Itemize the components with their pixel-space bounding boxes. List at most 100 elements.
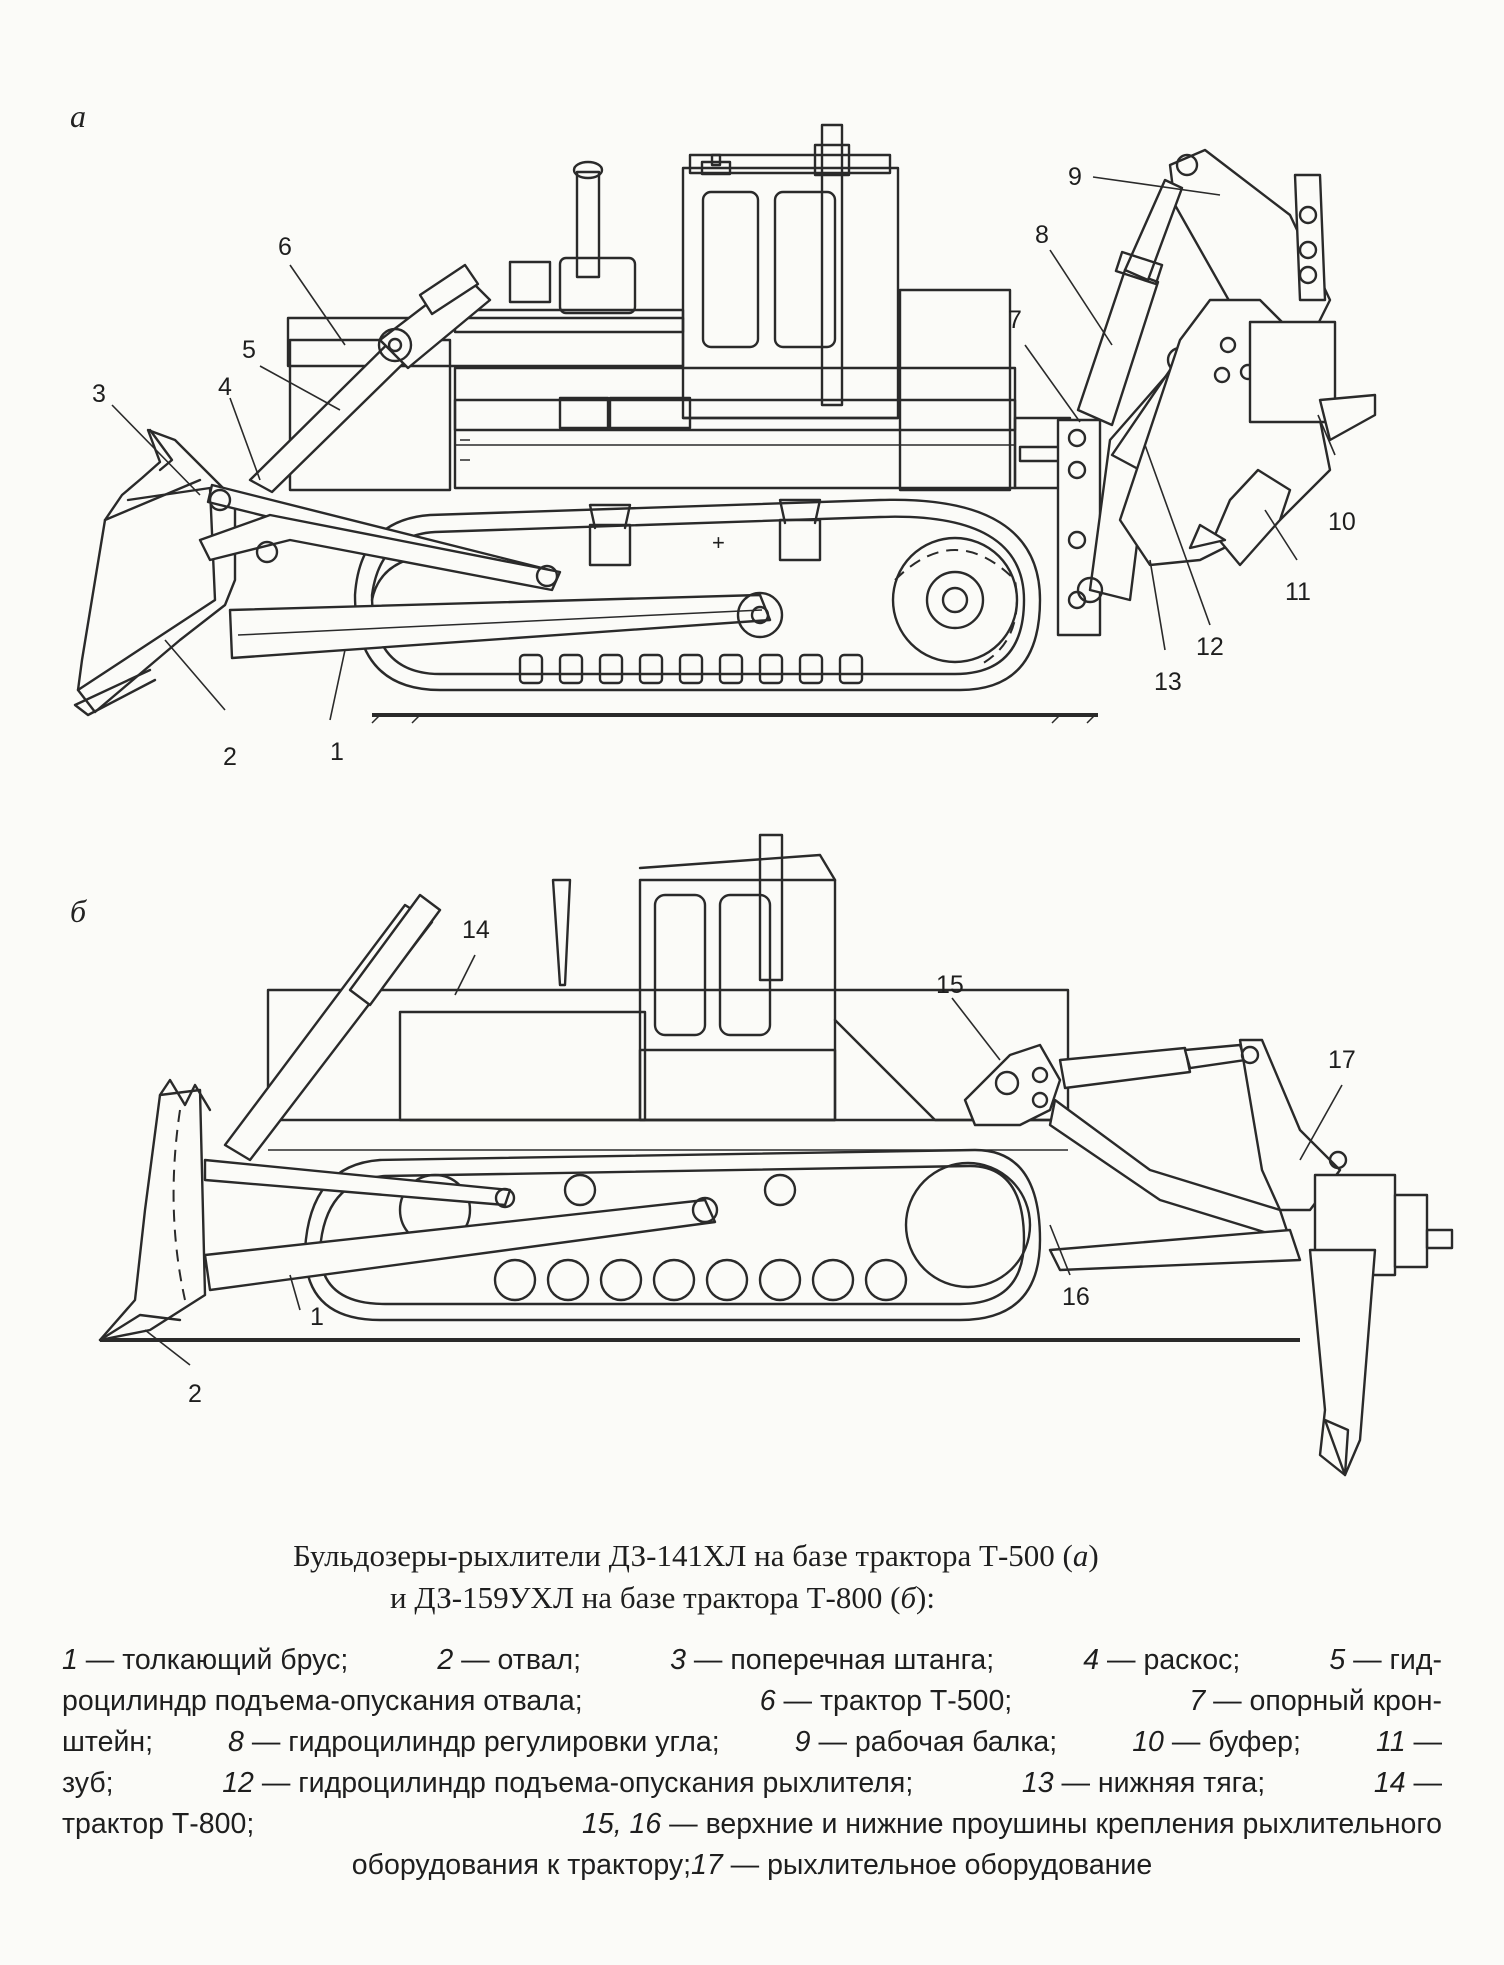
callout-a-10: 10 [1328,508,1356,536]
figure-b-letter: б [70,893,87,929]
legend-part-number: 2 [437,1644,454,1676]
callout-a-5: 5 [242,336,256,364]
callout-a-8: 8 [1035,221,1049,249]
legend-part-number: 9 [794,1726,811,1758]
legend-part-number: 13 [1021,1767,1054,1799]
callout-b-15: 15 [936,971,964,999]
legend-line: оборудования к трактору; 17 — рыхлительн… [62,1845,1442,1886]
callouts-b: 14 15 16 17 1 2 [144,916,1356,1408]
legend-part-text: — верхние и нижние проушины крепления ры… [661,1808,1442,1840]
legend-part-text: штейн; [62,1726,154,1758]
legend-segment: оборудования к трактору; [352,1845,691,1886]
callout-a-3: 3 [92,380,106,408]
caption-line-1-close: ) [1088,1538,1099,1573]
caption-line-1-figure-ref: а [1072,1538,1089,1573]
callout-a-13: 13 [1154,668,1182,696]
legend-part-text: — отвал; [453,1644,582,1676]
legend-segment: 13 — нижняя тяга; [1022,1763,1265,1804]
legend-line: зуб; 12 — гидроцилиндр подъема-опускания… [62,1763,1442,1804]
legend-part-number: 7 [1189,1685,1206,1717]
legend-segment: штейн; [62,1722,153,1763]
legend-part-number: 14 [1373,1767,1406,1799]
legend-segment: 1 — толкающий брус; [62,1640,348,1681]
legend-part-text: — рыхлительное оборудование [722,1849,1153,1881]
caption-line-2-close: ): [916,1580,935,1615]
legend-part-text: — опорный крон- [1205,1685,1442,1717]
callout-b-2: 2 [188,1380,202,1408]
legend-segment: 6 — трактор Т-500; [760,1681,1012,1722]
legend-segment: зуб; [62,1763,114,1804]
legend-segment: 10 — буфер; [1132,1722,1301,1763]
legend-segment: 5 — гид- [1329,1640,1442,1681]
tractor-t500-body [286,123,1072,492]
parts-legend: 1 — толкающий брус; 2 — отвал; 3 — попер… [62,1640,1442,1886]
blade-lift-cylinder-a [248,263,492,494]
legend-part-text: — нижняя тяга; [1053,1767,1266,1799]
legend-segment: роцилиндр подъема-опускания отвала; [62,1681,583,1722]
legend-segment: 4 — раскос; [1083,1640,1240,1681]
legend-segment: 8 — гидроцилиндр регулировки угла; [228,1722,720,1763]
callout-a-2: 2 [223,743,237,771]
legend-part-number: 17 [691,1849,723,1881]
legend-segment: 3 — поперечная штанга; [670,1640,994,1681]
legend-part-text: — гидроцилиндр подъема-опускания рыхлите… [253,1767,914,1799]
caption-line-2-text: и ДЗ-159УХЛ на базе трактора Т-800 ( [390,1580,901,1615]
legend-part-number: 11 [1375,1726,1406,1758]
callout-b-17: 17 [1328,1046,1356,1074]
legend-line: штейн; 8 — гидроцилиндр регулировки угла… [62,1722,1442,1763]
legend-part-text: зуб; [62,1767,114,1799]
legend-segment: 9 — рабочая балка; [795,1722,1058,1763]
legend-line: роцилиндр подъема-опускания отвала; 6 — … [62,1681,1442,1722]
legend-part-number: 15, 16 [582,1808,662,1840]
callout-a-6: 6 [278,233,292,261]
legend-segment: трактор Т-800; [62,1804,254,1845]
road-wheels-b [493,1173,908,1302]
legend-part-number: 4 [1083,1644,1100,1676]
legend-part-number: 3 [670,1644,687,1676]
callout-b-16: 16 [1062,1283,1090,1311]
legend-part-number: 5 [1329,1644,1346,1676]
legend-segment: 12 — гидроцилиндр подъема-опускания рыхл… [222,1763,913,1804]
callout-a-7: 7 [1008,306,1022,334]
center-mark-a: + [712,530,725,555]
push-beam-1-a [228,591,784,660]
legend-part-text: — гид- [1345,1644,1442,1676]
road-wheels-a [518,653,864,685]
callout-a-12: 12 [1196,633,1224,661]
legend-part-text: — рабочая балка; [810,1726,1058,1758]
track-assembly-a: + [353,498,1042,692]
legend-segment: 17 — рыхлительное оборудование [691,1845,1152,1886]
ripper-assembly-a [1056,148,1377,637]
legend-segment: 15, 16 — верхние и нижние проушины крепл… [582,1804,1442,1845]
callout-b-14: 14 [462,916,490,944]
legend-part-text: — гидроцилиндр регулировки угла; [243,1726,720,1758]
cross-bar-and-brace-a [198,483,562,592]
callout-a-4: 4 [218,373,232,401]
legend-part-text: роцилиндр подъема-опускания отвала; [62,1685,583,1717]
ground-hatch-a [371,714,1096,724]
caption-line-1-text: Бульдозеры-рыхлители ДЗ-141ХЛ на базе тр… [293,1538,1073,1573]
figure-a-letter: а [70,98,86,134]
legend-part-number: 8 [228,1726,244,1758]
legend-segment: 11 — [1376,1722,1442,1763]
legend-segment: 2 — отвал; [437,1640,581,1681]
callout-a-11: 11 [1285,578,1311,606]
callout-a-9: 9 [1068,163,1082,191]
legend-segment: 14 — [1374,1763,1442,1804]
callouts-a: 1 2 3 4 5 6 7 8 9 10 11 12 13 [92,163,1356,771]
caption-line-2: и ДЗ-159УХЛ на базе трактора Т-800 (б): [390,1580,935,1616]
legend-part-text: — [1405,1726,1442,1758]
caption-line-2-figure-ref: б [900,1580,917,1615]
legend-part-text: — раскос; [1099,1644,1241,1676]
figure-a-drawing: + [73,123,1377,771]
legend-part-text: трактор Т-800; [62,1808,255,1840]
legend-part-text: — поперечная штанга; [686,1644,995,1676]
legend-part-number: 12 [222,1767,254,1799]
blade-lift-cylinder-b [223,893,442,1162]
ripper-assembly-b [963,1038,1454,1477]
legend-line: 1 — толкающий брус; 2 — отвал; 3 — попер… [62,1640,1442,1681]
legend-part-text: оборудования к трактору; [351,1849,692,1881]
legend-part-text: — трактор Т-500; [775,1685,1013,1717]
legend-segment: 7 — опорный крон- [1189,1681,1442,1722]
